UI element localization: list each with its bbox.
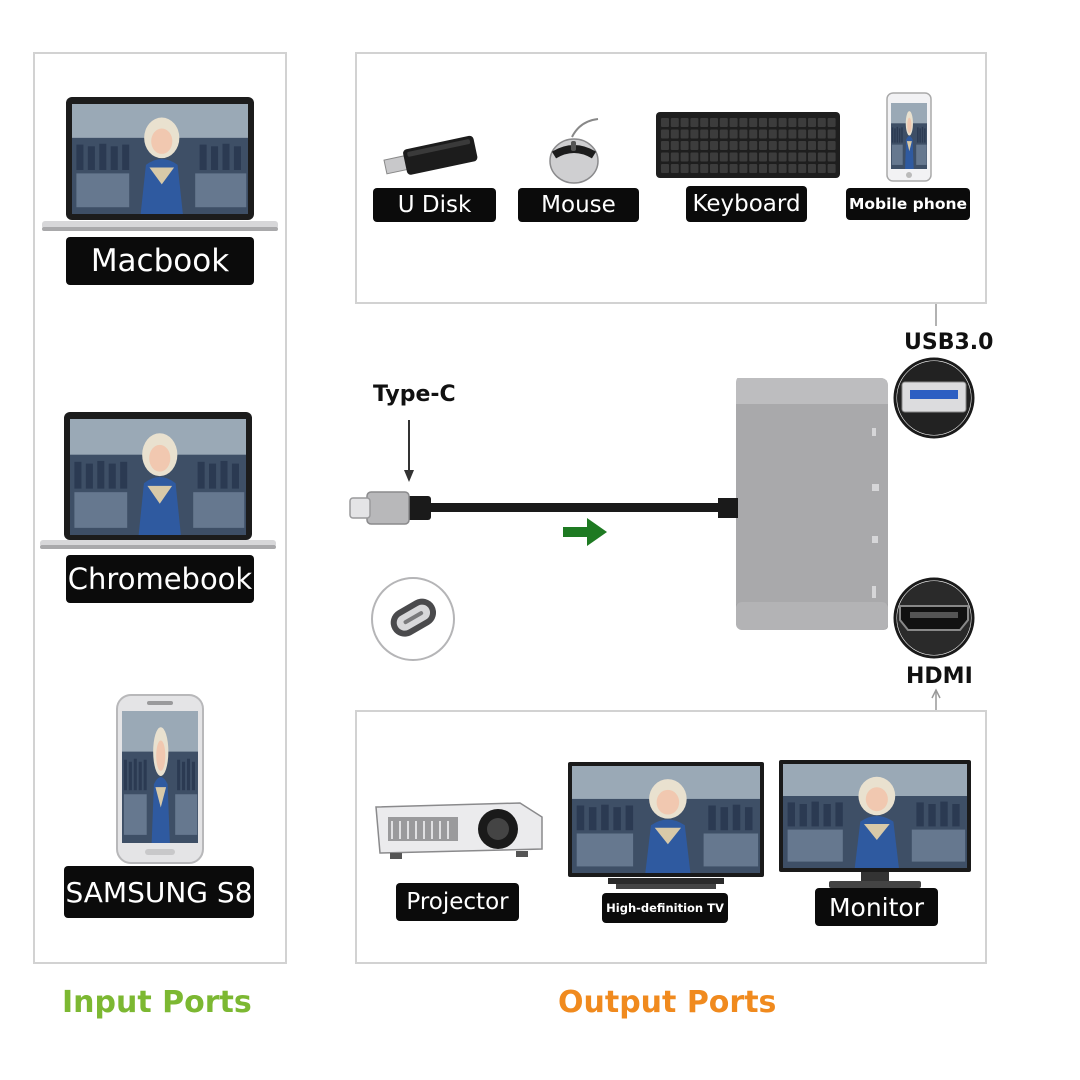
usb3-label: USB3.0 (904, 330, 994, 355)
mobile-phone-label: Mobile phone (846, 188, 970, 220)
u-disk-image (383, 135, 478, 175)
u-disk-label: U Disk (373, 188, 496, 222)
usb-peripherals-panel (355, 52, 987, 304)
chromebook-laptop-image (40, 412, 276, 549)
samsung-s8-label: SAMSUNG S8 (64, 866, 254, 918)
type-c-cable (349, 491, 725, 525)
usb-port-zoom-icon (893, 357, 975, 439)
type-c-label: Type-C (373, 382, 456, 407)
hdmi-label: HDMI (906, 664, 973, 689)
projector-label: Projector (396, 883, 519, 921)
chromebook-label: Chromebook (66, 555, 254, 603)
projector-image (375, 802, 543, 859)
samsung-s8-phone-image (116, 694, 204, 864)
macbook-laptop-image (42, 97, 278, 231)
mobile-phone-image (886, 92, 932, 182)
mouse-image (549, 118, 599, 184)
output-ports-caption: Output Ports (558, 985, 777, 1020)
direction-arrow (563, 518, 607, 546)
hdtv-label: High-definition TV (602, 893, 728, 923)
hdtv-image (568, 762, 764, 889)
input-ports-caption: Input Ports (62, 985, 252, 1020)
keyboard-image (656, 112, 840, 178)
adapter-hub (718, 378, 888, 630)
macbook-label: Macbook (66, 237, 254, 285)
type-c-plug-zoom-icon (371, 577, 455, 661)
mouse-label: Mouse (518, 188, 639, 222)
monitor-label: Monitor (815, 888, 938, 926)
monitor-image (779, 760, 971, 888)
hdmi-port-zoom-icon (893, 577, 975, 659)
keyboard-label: Keyboard (686, 186, 807, 222)
